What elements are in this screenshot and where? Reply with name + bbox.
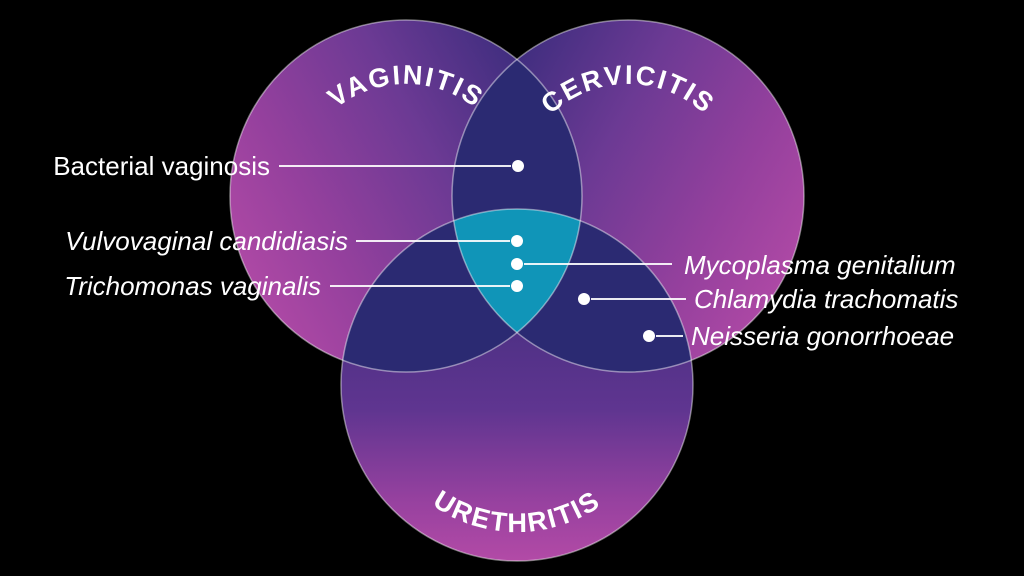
overlap-fill (341, 209, 582, 372)
marker-dot-trichomonas (511, 280, 523, 292)
marker-dot-mycoplasma (511, 258, 523, 270)
circle-outline-vaginitis (229, 19, 583, 373)
label-vulvovaginal-candidiasis: Vulvovaginal candidiasis (65, 226, 348, 256)
marker-dot-neisseria (643, 330, 655, 342)
label-chlamydia-trachomatis: Chlamydia trachomatis (694, 284, 958, 314)
marker-dot-bacterial-vaginosis (512, 160, 524, 172)
label-bacterial-vaginosis: Bacterial vaginosis (53, 151, 270, 181)
label-mycoplasma-genitalium: Mycoplasma genitalium (684, 250, 956, 280)
overlap-cervicitis-urethritis (452, 209, 693, 372)
circle-outline-cervicitis (451, 19, 805, 373)
overlap-vaginitis-urethritis (341, 209, 582, 372)
marker-dot-candidiasis (511, 235, 523, 247)
marker-dot-chlamydia (578, 293, 590, 305)
circle-outline-urethritis (340, 208, 694, 562)
overlap-fill (452, 209, 693, 372)
label-trichomonas-vaginalis: Trichomonas vaginalis (64, 271, 321, 301)
label-neisseria-gonorrhoeae: Neisseria gonorrhoeae (691, 321, 954, 351)
